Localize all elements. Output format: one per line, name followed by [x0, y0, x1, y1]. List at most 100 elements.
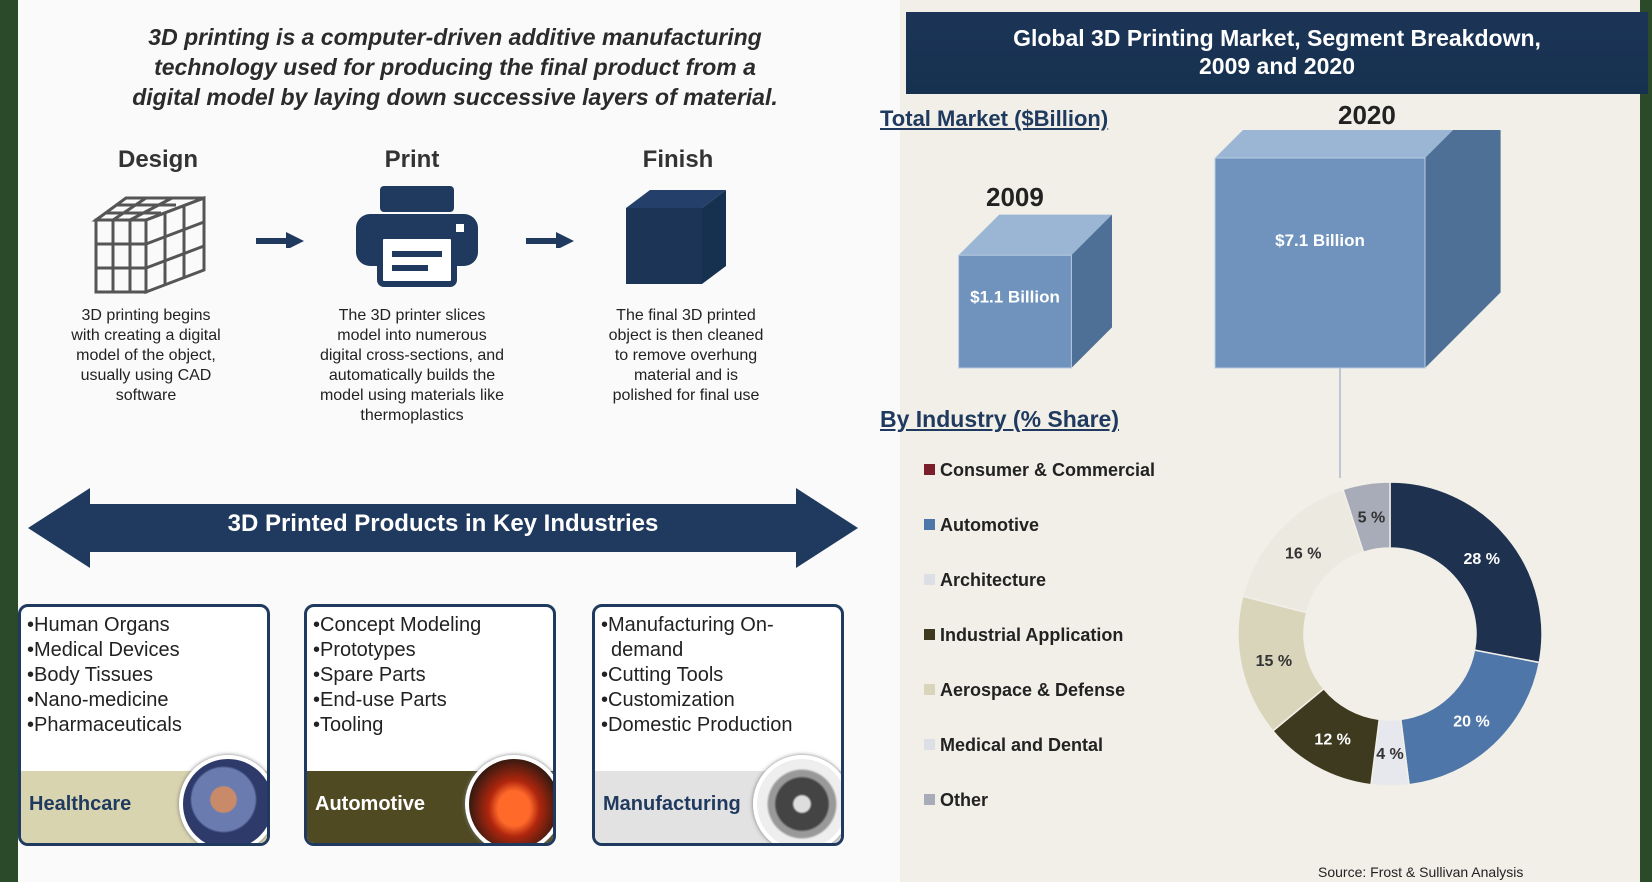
- cube-side-face: [1071, 214, 1112, 368]
- arrow-right-icon: [256, 232, 304, 248]
- cube-side-face: [1425, 130, 1501, 368]
- desc-line: digital cross-sections, and: [319, 347, 505, 364]
- legend-label: Medical and Dental: [940, 735, 1104, 755]
- list-item: •Human Organs: [27, 614, 170, 636]
- desc-line: The final 3D printed: [616, 307, 756, 324]
- cube-top-face: [958, 214, 1112, 256]
- industry-box-healthcare: •Human Organs •Medical Devices •Body Tis…: [18, 604, 270, 846]
- industry-name: Automotive: [315, 793, 425, 815]
- list-item: •Pharmaceuticals: [27, 714, 182, 736]
- legend-label: Consumer & Commercial: [940, 460, 1156, 480]
- legend-item: Industrial Application: [924, 625, 1123, 646]
- intro-line-1: 3D printing is a computer-driven additiv…: [148, 24, 762, 50]
- list-item: •Nano-medicine: [27, 689, 169, 711]
- industry-list: •Human Organs •Medical Devices •Body Tis…: [27, 613, 267, 738]
- total-market-title: Total Market ($Billion): [880, 106, 1109, 131]
- banner-label: 3D Printed Products in Key Industries: [227, 510, 659, 537]
- market-cube-chart: $1.1 Billion $7.1 Billion: [958, 130, 1501, 369]
- printer-icon: [356, 186, 478, 287]
- donut-slice-label: 4 %: [1376, 746, 1404, 763]
- cube-2009: $1.1 Billion: [958, 214, 1112, 369]
- desc-line: polished for final use: [612, 387, 760, 404]
- desc-line: object is then cleaned: [608, 327, 764, 344]
- industry-name: Manufacturing: [603, 793, 741, 815]
- legend-swatch: [924, 464, 935, 475]
- legend-swatch: [924, 574, 935, 585]
- industry-box-manufacturing: •Manufacturing On- demand •Cutting Tools…: [592, 604, 844, 846]
- industry-footer: Automotive: [307, 755, 553, 843]
- year-label-2009: 2009: [986, 182, 1044, 212]
- cube-front-face: [958, 254, 1072, 369]
- donut-slice-label: 16 %: [1285, 546, 1321, 563]
- cube-front-face: [1214, 157, 1426, 369]
- step-finish-title: Finish: [642, 146, 714, 173]
- desc-line: software: [115, 387, 177, 404]
- legend-label: Industrial Application: [940, 625, 1124, 645]
- desc-line: The 3D printer slices: [338, 307, 486, 324]
- list-item: •End-use Parts: [313, 689, 447, 711]
- header-line-2: 2009 and 2020: [1198, 53, 1355, 79]
- chart-header: Global 3D Printing Market, Segment Break…: [906, 12, 1648, 94]
- donut-slice: [1342, 481, 1391, 554]
- legend-item: Other: [924, 790, 988, 811]
- desc-line: automatically builds the: [328, 367, 496, 384]
- year-label-2020: 2020: [1338, 100, 1396, 130]
- legend-label: Automotive: [940, 515, 1039, 535]
- industry-donut-chart: 28 %20 %4 %12 %15 %16 %5 %: [1237, 481, 1543, 787]
- list-item: •Body Tissues: [27, 664, 153, 686]
- legend-item: Aerospace & Defense: [924, 680, 1125, 701]
- desc-line: material and is: [633, 367, 739, 384]
- list-item: •Customization: [601, 689, 735, 711]
- desc-line: model into numerous: [337, 327, 487, 344]
- legend-item: Architecture: [924, 570, 1046, 591]
- manufacturing-image: [753, 755, 841, 843]
- list-item: •Concept Modeling: [313, 614, 482, 636]
- desc-line: with creating a digital: [71, 327, 221, 344]
- step-print-title: Print: [384, 146, 440, 173]
- grid-cube-icon: [91, 195, 206, 295]
- desc-line: thermoplastics: [360, 407, 464, 424]
- arrow-right-icon: [526, 232, 574, 248]
- legend-item: Medical and Dental: [924, 735, 1103, 756]
- step-design-title: Design: [117, 146, 198, 173]
- list-item: •Medical Devices: [27, 639, 180, 661]
- legend-swatch: [924, 739, 935, 750]
- list-item: •Cutting Tools: [601, 664, 724, 686]
- healthcare-image: [179, 755, 267, 843]
- industry-list: •Manufacturing On- demand •Cutting Tools…: [601, 613, 841, 738]
- legend-item: Automotive: [924, 515, 1039, 536]
- legend-swatch: [924, 684, 935, 695]
- legend-label: Aerospace & Defense: [940, 680, 1126, 700]
- list-item: •Tooling: [313, 714, 384, 736]
- desc-line: model of the object,: [76, 347, 216, 364]
- list-item: •Manufacturing On-: [601, 614, 774, 636]
- industry-box-automotive: •Concept Modeling •Prototypes •Spare Par…: [304, 604, 556, 846]
- intro-line-3: digital model by laying down successive …: [132, 84, 778, 110]
- step-print-desc: The 3D printer slices model into numerou…: [292, 306, 532, 426]
- step-finish-desc: The final 3D printed object is then clea…: [566, 306, 806, 406]
- industry-name: Healthcare: [29, 793, 132, 815]
- double-arrow-banner: [28, 488, 858, 568]
- cube-top-face: [1215, 130, 1453, 158]
- legend-swatch: [924, 629, 935, 640]
- donut-slice: [1389, 481, 1543, 664]
- donut-slice: [1399, 649, 1541, 786]
- donut-slice-label: 20 %: [1453, 714, 1489, 731]
- legend-swatch: [924, 794, 935, 805]
- legend-label: Other: [940, 790, 989, 810]
- desc-line: to remove overhung: [614, 347, 758, 364]
- cube-value-label: $1.1 Billion: [970, 288, 1060, 307]
- by-industry-title: By Industry (% Share): [880, 406, 1119, 432]
- step-design-desc: 3D printing begins with creating a digit…: [26, 306, 266, 406]
- legend-swatch: [924, 519, 935, 530]
- donut-slice-label: 12 %: [1314, 731, 1350, 748]
- donut-slice-label: 28 %: [1463, 551, 1499, 568]
- legend-item: Consumer & Commercial: [924, 460, 1155, 481]
- cube-2020: $7.1 Billion: [1214, 130, 1501, 369]
- cube-value-label: $7.1 Billion: [1275, 231, 1365, 250]
- solid-cube-icon: [626, 190, 726, 284]
- list-item: •Domestic Production: [601, 714, 793, 736]
- list-item: •Prototypes: [313, 639, 416, 661]
- industry-list: •Concept Modeling •Prototypes •Spare Par…: [313, 613, 553, 738]
